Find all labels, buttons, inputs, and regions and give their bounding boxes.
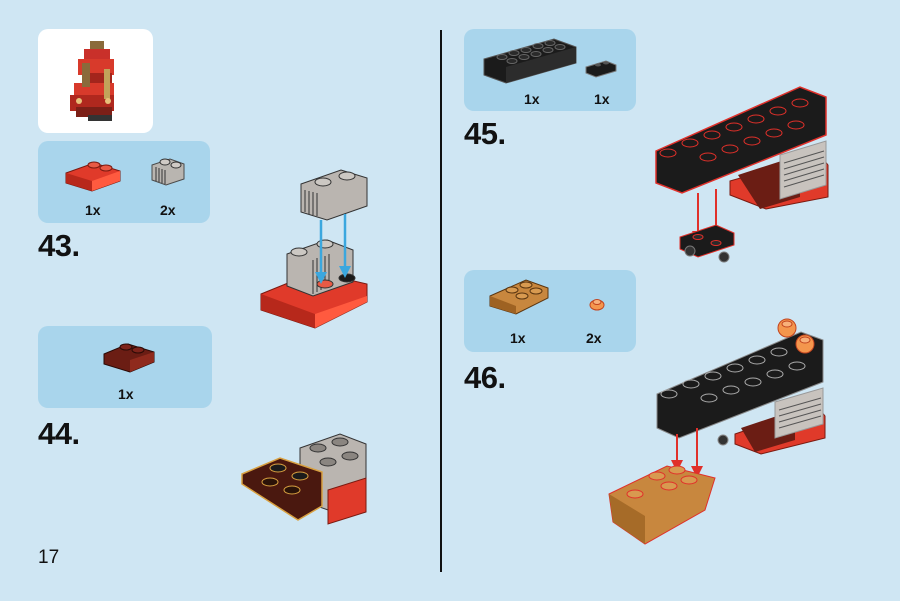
model-preview-panel (38, 29, 153, 133)
step-43-part-1-qty: 1x (85, 202, 101, 218)
step-44-part-1-qty: 1x (118, 386, 134, 402)
step-44-build-illustration (241, 433, 367, 525)
red-slope-brick-icon (65, 161, 121, 192)
step-43-part-2-qty: 2x (160, 202, 176, 218)
trans-orange-round-plate-icon (589, 299, 605, 311)
black-wheel-holder-icon (585, 60, 617, 78)
step-45-part-1-qty: 1x (524, 91, 540, 107)
column-divider (440, 30, 442, 572)
step-46-part-2-qty: 2x (586, 330, 602, 346)
page-number: 17 (38, 547, 60, 568)
step-45-part-2-qty: 1x (594, 91, 610, 107)
step-44-number: 44. (38, 416, 80, 451)
gold-slope-brick-icon (489, 279, 549, 315)
step-46-build-illustration (608, 318, 826, 545)
step-46-part-1-qty: 1x (510, 330, 526, 346)
step-44-parts-panel: 1x (38, 326, 212, 408)
step-45-parts-panel: 1x 1x (464, 29, 636, 111)
grey-grille-brick-icon (151, 158, 185, 186)
model-preview-image (70, 41, 114, 121)
step-43-number: 43. (38, 228, 80, 263)
step-43-parts-panel: 1x 2x (38, 141, 210, 223)
step-45-number: 45. (464, 116, 506, 151)
black-brick-2x6-icon (483, 38, 577, 84)
step-46-parts-panel: 1x 2x (464, 270, 636, 352)
step-43-build-illustration (260, 169, 368, 329)
dark-red-slope-brick-icon (103, 343, 155, 373)
step-46-number: 46. (464, 360, 506, 395)
step-45-build-illustration (655, 86, 829, 263)
